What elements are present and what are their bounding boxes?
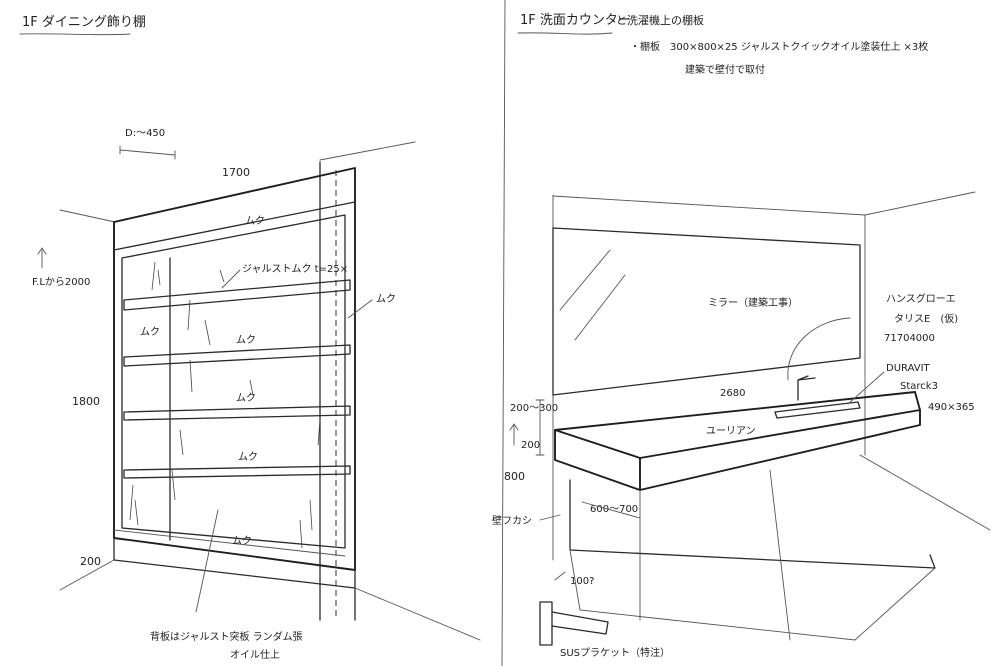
back-panel-grain bbox=[129, 261, 321, 549]
depth-dim-line bbox=[581, 501, 641, 519]
basin-leader bbox=[847, 371, 885, 405]
counter-front-edge bbox=[639, 409, 921, 491]
shelf-board-4 bbox=[123, 465, 351, 479]
counter-length-label: 2680 bbox=[720, 388, 745, 399]
dining-display-shelf-sketch: 1F ダイニング飾り棚 D:〜450 1700 bbox=[19, 15, 481, 661]
mirror-label: ミラー（建築工事） bbox=[708, 296, 798, 309]
ceiling-line-back bbox=[552, 195, 866, 216]
right-wall-face bbox=[319, 161, 356, 621]
floor-outline bbox=[569, 549, 936, 641]
dim-100: 100? bbox=[570, 576, 594, 587]
wash-counter-sketch: 1F 洗面カウンター と洗濯機上の棚板 ・棚板 300×800×25 ジャルスト… bbox=[492, 13, 991, 659]
mirror-panel bbox=[552, 227, 861, 396]
shelf-spec-label: ジャルストムク t=25× bbox=[242, 263, 348, 275]
fl-arrow bbox=[37, 247, 47, 269]
counter-material-label: ユーリアン bbox=[706, 426, 756, 437]
left-title: 1F ダイニング飾り棚 bbox=[22, 15, 146, 30]
bracket-arm bbox=[551, 611, 609, 635]
wall-sheet-label: 壁フカシ bbox=[492, 514, 532, 527]
note-line-1: 背板はジャルスト突板 ランダム張 bbox=[150, 630, 303, 643]
bracket-wall-plate bbox=[539, 601, 553, 646]
shelf-outer-frame bbox=[113, 167, 356, 571]
width-label: 1700 bbox=[222, 166, 250, 179]
faucet-brand: ハンスグローエ bbox=[886, 292, 956, 305]
shelf-board-3 bbox=[123, 405, 351, 421]
basin-brand: DURAVIT bbox=[886, 363, 931, 374]
base-top-edge bbox=[113, 529, 346, 557]
spec-line-2: 建築で壁付で取付 bbox=[685, 63, 765, 76]
wall-mark-leader bbox=[347, 299, 373, 319]
basin-opening bbox=[774, 401, 861, 419]
depth-label: D:〜450 bbox=[125, 128, 165, 139]
bracket-label: SUSプラケット（特注） bbox=[560, 646, 670, 659]
page-divider bbox=[501, 0, 506, 666]
faucet-shape bbox=[797, 375, 816, 401]
shelf-mark-side: ムク bbox=[140, 326, 160, 338]
dim-100-leader bbox=[554, 571, 566, 581]
note-leader bbox=[195, 509, 219, 613]
ceiling-line-right bbox=[864, 191, 976, 216]
shelf-mark-base: ムク bbox=[232, 535, 252, 547]
faucet-leader-arc bbox=[787, 317, 851, 381]
depth-dim-label: 600〜700 bbox=[590, 504, 638, 515]
height-label: 1800 bbox=[72, 395, 100, 408]
wall-sheet-leader bbox=[539, 514, 561, 521]
floor-line-right bbox=[354, 587, 481, 641]
faucet-model: タリスE (仮) bbox=[894, 312, 958, 325]
right-title-suffix: と洗濯機上の棚板 bbox=[616, 13, 704, 27]
top-band-line bbox=[113, 201, 356, 251]
right-title-underline bbox=[517, 32, 613, 35]
shelf-mark-top: ムク bbox=[245, 215, 265, 227]
note-line-2: オイル仕上 bbox=[230, 648, 280, 661]
right-title: 1F 洗面カウンター bbox=[520, 13, 631, 28]
mirror-reflection-lines bbox=[559, 249, 626, 341]
ceiling-line-left bbox=[59, 209, 116, 223]
counter-lower-box bbox=[569, 479, 936, 569]
base-height-label: 200 bbox=[80, 555, 101, 568]
floor-perspective-lines bbox=[639, 469, 791, 641]
counter-front-left bbox=[554, 429, 641, 491]
spec-line-1: ・棚板 300×800×25 ジャルストクイックオイル塗装仕上 ×3枚 bbox=[630, 40, 928, 53]
shelf-board-2 bbox=[123, 344, 351, 367]
faucet-code: 71704000 bbox=[884, 333, 935, 344]
shelf-mark-2: ムク bbox=[236, 334, 256, 346]
floor-line-left bbox=[59, 559, 115, 591]
dim-200-300: 200〜300 bbox=[510, 403, 558, 414]
shelf-mark-4: ムク bbox=[238, 451, 258, 463]
shelf-mark-wall: ムク bbox=[376, 293, 396, 305]
shelf-inner-back bbox=[121, 214, 346, 549]
dim-800: 800 bbox=[504, 470, 525, 483]
ceiling-line-right bbox=[319, 141, 416, 161]
dim-line-vertical bbox=[535, 399, 545, 456]
dim-200: 200 bbox=[521, 440, 540, 451]
shelf-board-1 bbox=[123, 279, 351, 311]
basin-size: 490×365 bbox=[928, 402, 975, 413]
depth-dimension-line bbox=[119, 145, 176, 160]
left-title-underline bbox=[19, 33, 131, 36]
shelf-mark-3: ムク bbox=[236, 392, 256, 404]
shelf-spec-leader bbox=[221, 269, 241, 289]
fl-label: F.Lから2000 bbox=[32, 276, 90, 288]
floor-line-right bbox=[859, 454, 991, 531]
basin-model: Starck3 bbox=[900, 381, 938, 392]
dim-arrow-200 bbox=[509, 423, 519, 446]
